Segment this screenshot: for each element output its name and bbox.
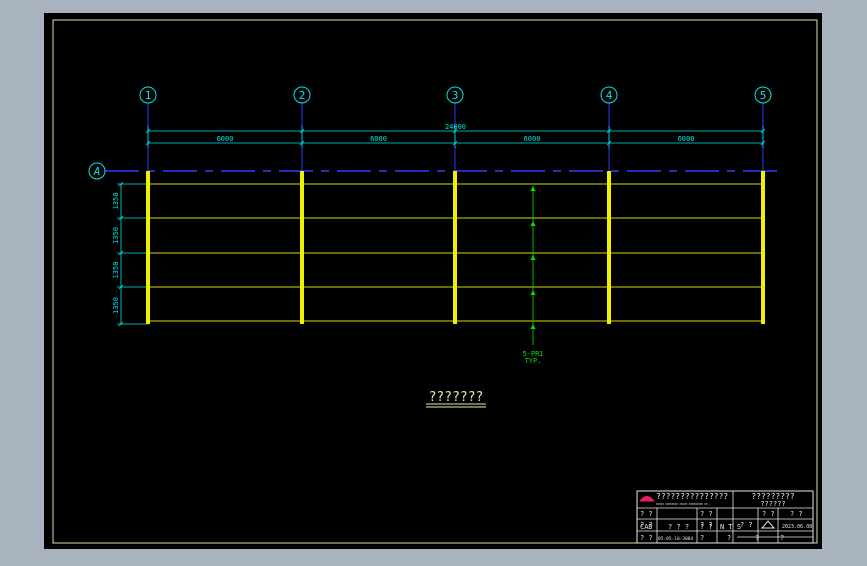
grid-label-2: 2 [299, 89, 306, 102]
grid-bubble-row [88, 162, 106, 180]
grid-label-3: 3 [452, 89, 459, 102]
brace-arrow-1 [530, 186, 536, 191]
dim-tick-top-1 [145, 128, 151, 134]
cell-cad: CAD [640, 523, 653, 531]
overall-dim-text: 24000 [445, 123, 466, 131]
grid-bubble-1 [139, 86, 157, 104]
spacing-tick-5 [118, 321, 124, 327]
column-5 [761, 171, 765, 324]
spacing-tick-3 [118, 250, 124, 256]
drawing-title: ??????? [429, 390, 484, 405]
cell-r2-1: ? ? [640, 521, 653, 529]
dim-tick-bay-1 [145, 140, 151, 146]
brace-label: 5-PR1 [522, 350, 543, 358]
structure-group [146, 171, 765, 345]
company-name-en: XXXXX XXXXXXXX XXXXX XXXXXXXXX XX., [656, 502, 711, 506]
cell-r4-1: ? ? [640, 534, 653, 542]
bay-dim-text-4: 6000 [678, 135, 695, 143]
grid-bubble-2 [293, 86, 311, 104]
cell-r3-3: ? ? [700, 523, 713, 531]
dim-tick-top-4 [606, 128, 612, 134]
column-3 [453, 171, 457, 324]
dimension-group: 24000 6000 6000 6000 6000 1350 1350 1350 1350 [112, 123, 766, 327]
spacing-tick-1 [118, 181, 124, 187]
grid-label-row: A [93, 165, 101, 178]
grid-label-4: 4 [606, 89, 613, 102]
cell-r3-2: ? ? ? [668, 523, 689, 531]
project-name: ????????? [751, 492, 795, 501]
gridline-group [105, 103, 780, 172]
spacing-dim-text-1: 1350 [112, 193, 120, 210]
title-block: ??????????????? XXXXX XXXXXXXX XXXXX XXX… [636, 490, 814, 544]
column-4 [607, 171, 611, 324]
brace-arrow-4 [530, 290, 536, 295]
cell-r4-5: ? [755, 534, 759, 542]
grid-bubble-3 [446, 86, 464, 104]
spacing-tick-2 [118, 215, 124, 221]
company-name: ??????????????? [656, 492, 728, 501]
dim-tick-bay-5 [760, 140, 766, 146]
spacing-tick-4 [118, 284, 124, 290]
column-2 [300, 171, 304, 324]
brace-arrow-3 [530, 255, 536, 260]
dim-tick-bay-3 [452, 140, 458, 146]
dim-tick-bay-4 [606, 140, 612, 146]
column-1 [146, 171, 150, 324]
cell-date: 2023.06.08 [782, 524, 812, 530]
grid-bubble-5 [754, 86, 772, 104]
spacing-dim-text-3: 1350 [112, 262, 120, 279]
drawing-sheet [44, 13, 822, 549]
bay-dim-text-1: 6000 [217, 135, 234, 143]
cell-r1-3: ? ? [762, 510, 775, 518]
sheet-border [52, 19, 818, 544]
cell-r1-2: ? ? [700, 510, 713, 518]
cell-r1-4: ? ? [790, 510, 803, 518]
project-subtitle: ?????? [760, 500, 785, 508]
grid-bubble-group: 1 2 3 4 5A [88, 86, 772, 180]
cell-r1-1: ? ? [640, 510, 653, 518]
cell-drawing-no: 05-05-10-3004 [658, 536, 694, 542]
spacing-dim-text-2: 1350 [112, 227, 120, 244]
dim-tick-top-3 [452, 128, 458, 134]
cell-r4-4: ? [727, 534, 731, 542]
cell-r4-6: ? [780, 534, 784, 542]
dim-tick-top-5 [760, 128, 766, 134]
brace-arrow-2 [530, 221, 536, 226]
dim-tick-top-2 [299, 128, 305, 134]
cell-r2-3: ? ? [740, 521, 753, 529]
cell-r4-3: ? [700, 534, 704, 542]
brace-arrow-5 [530, 324, 536, 329]
spacing-dim-text-4: 1350 [112, 297, 120, 314]
dim-tick-bay-2 [299, 140, 305, 146]
grid-bubble-4 [600, 86, 618, 104]
cell-r2-2: ? ? [700, 521, 713, 529]
bay-dim-text-2: 6000 [370, 135, 387, 143]
grid-label-5: 5 [760, 89, 767, 102]
revision-triangle-icon [760, 520, 776, 529]
cell-scale: N T S [720, 523, 741, 531]
brace-label-typ: TYP. [525, 357, 542, 365]
company-logo-icon [638, 496, 656, 502]
grid-label-1: 1 [145, 89, 152, 102]
bay-dim-text-3: 6000 [524, 135, 541, 143]
